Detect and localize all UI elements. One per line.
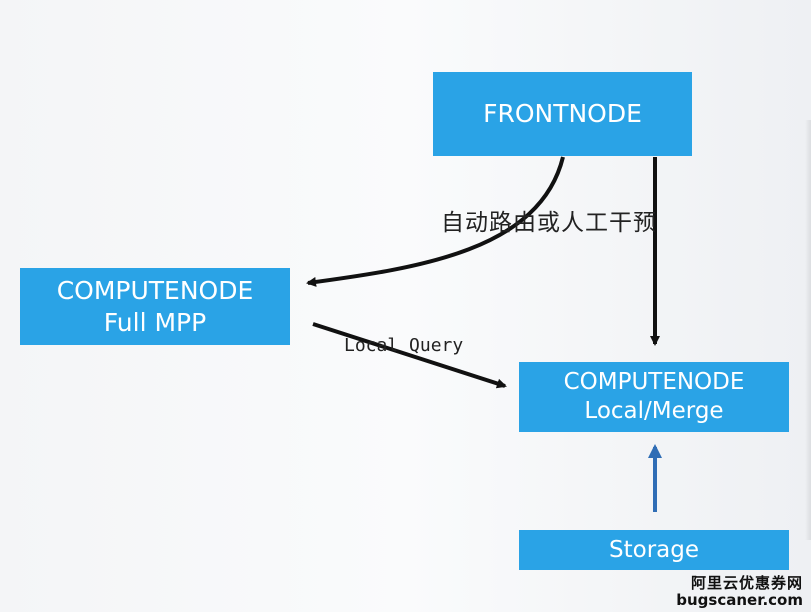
storage-label: Storage <box>609 536 699 563</box>
frontnode-label: FRONTNODE <box>483 99 642 129</box>
routing-edge-label: 自动路由或人工干预 <box>441 210 657 236</box>
watermark-line1: 阿里云优惠券网 <box>690 574 803 592</box>
arrow-frontnode-to-full-mpp <box>306 156 565 287</box>
local-query-edge-label: Local Query <box>344 335 464 356</box>
computenode-local-merge-box: COMPUTENODE Local/Merge <box>519 362 789 432</box>
computenode-full-mpp-title: COMPUTENODE <box>56 276 254 306</box>
watermark-line2: bugscaner.com <box>676 590 803 609</box>
computenode-full-mpp-subtitle: Full MPP <box>103 307 207 337</box>
frontnode-box: FRONTNODE <box>433 72 692 156</box>
page-edge-shadow <box>805 120 811 540</box>
computenode-local-merge-title: COMPUTENODE <box>563 369 745 396</box>
computenode-full-mpp-box: COMPUTENODE Full MPP <box>20 268 290 345</box>
storage-box: Storage <box>519 530 789 570</box>
arrow-full-mpp-to-local-merge <box>312 322 507 389</box>
watermark: 阿里云优惠券网 bugscaner.com <box>676 575 803 608</box>
computenode-local-merge-subtitle: Local/Merge <box>584 398 724 424</box>
